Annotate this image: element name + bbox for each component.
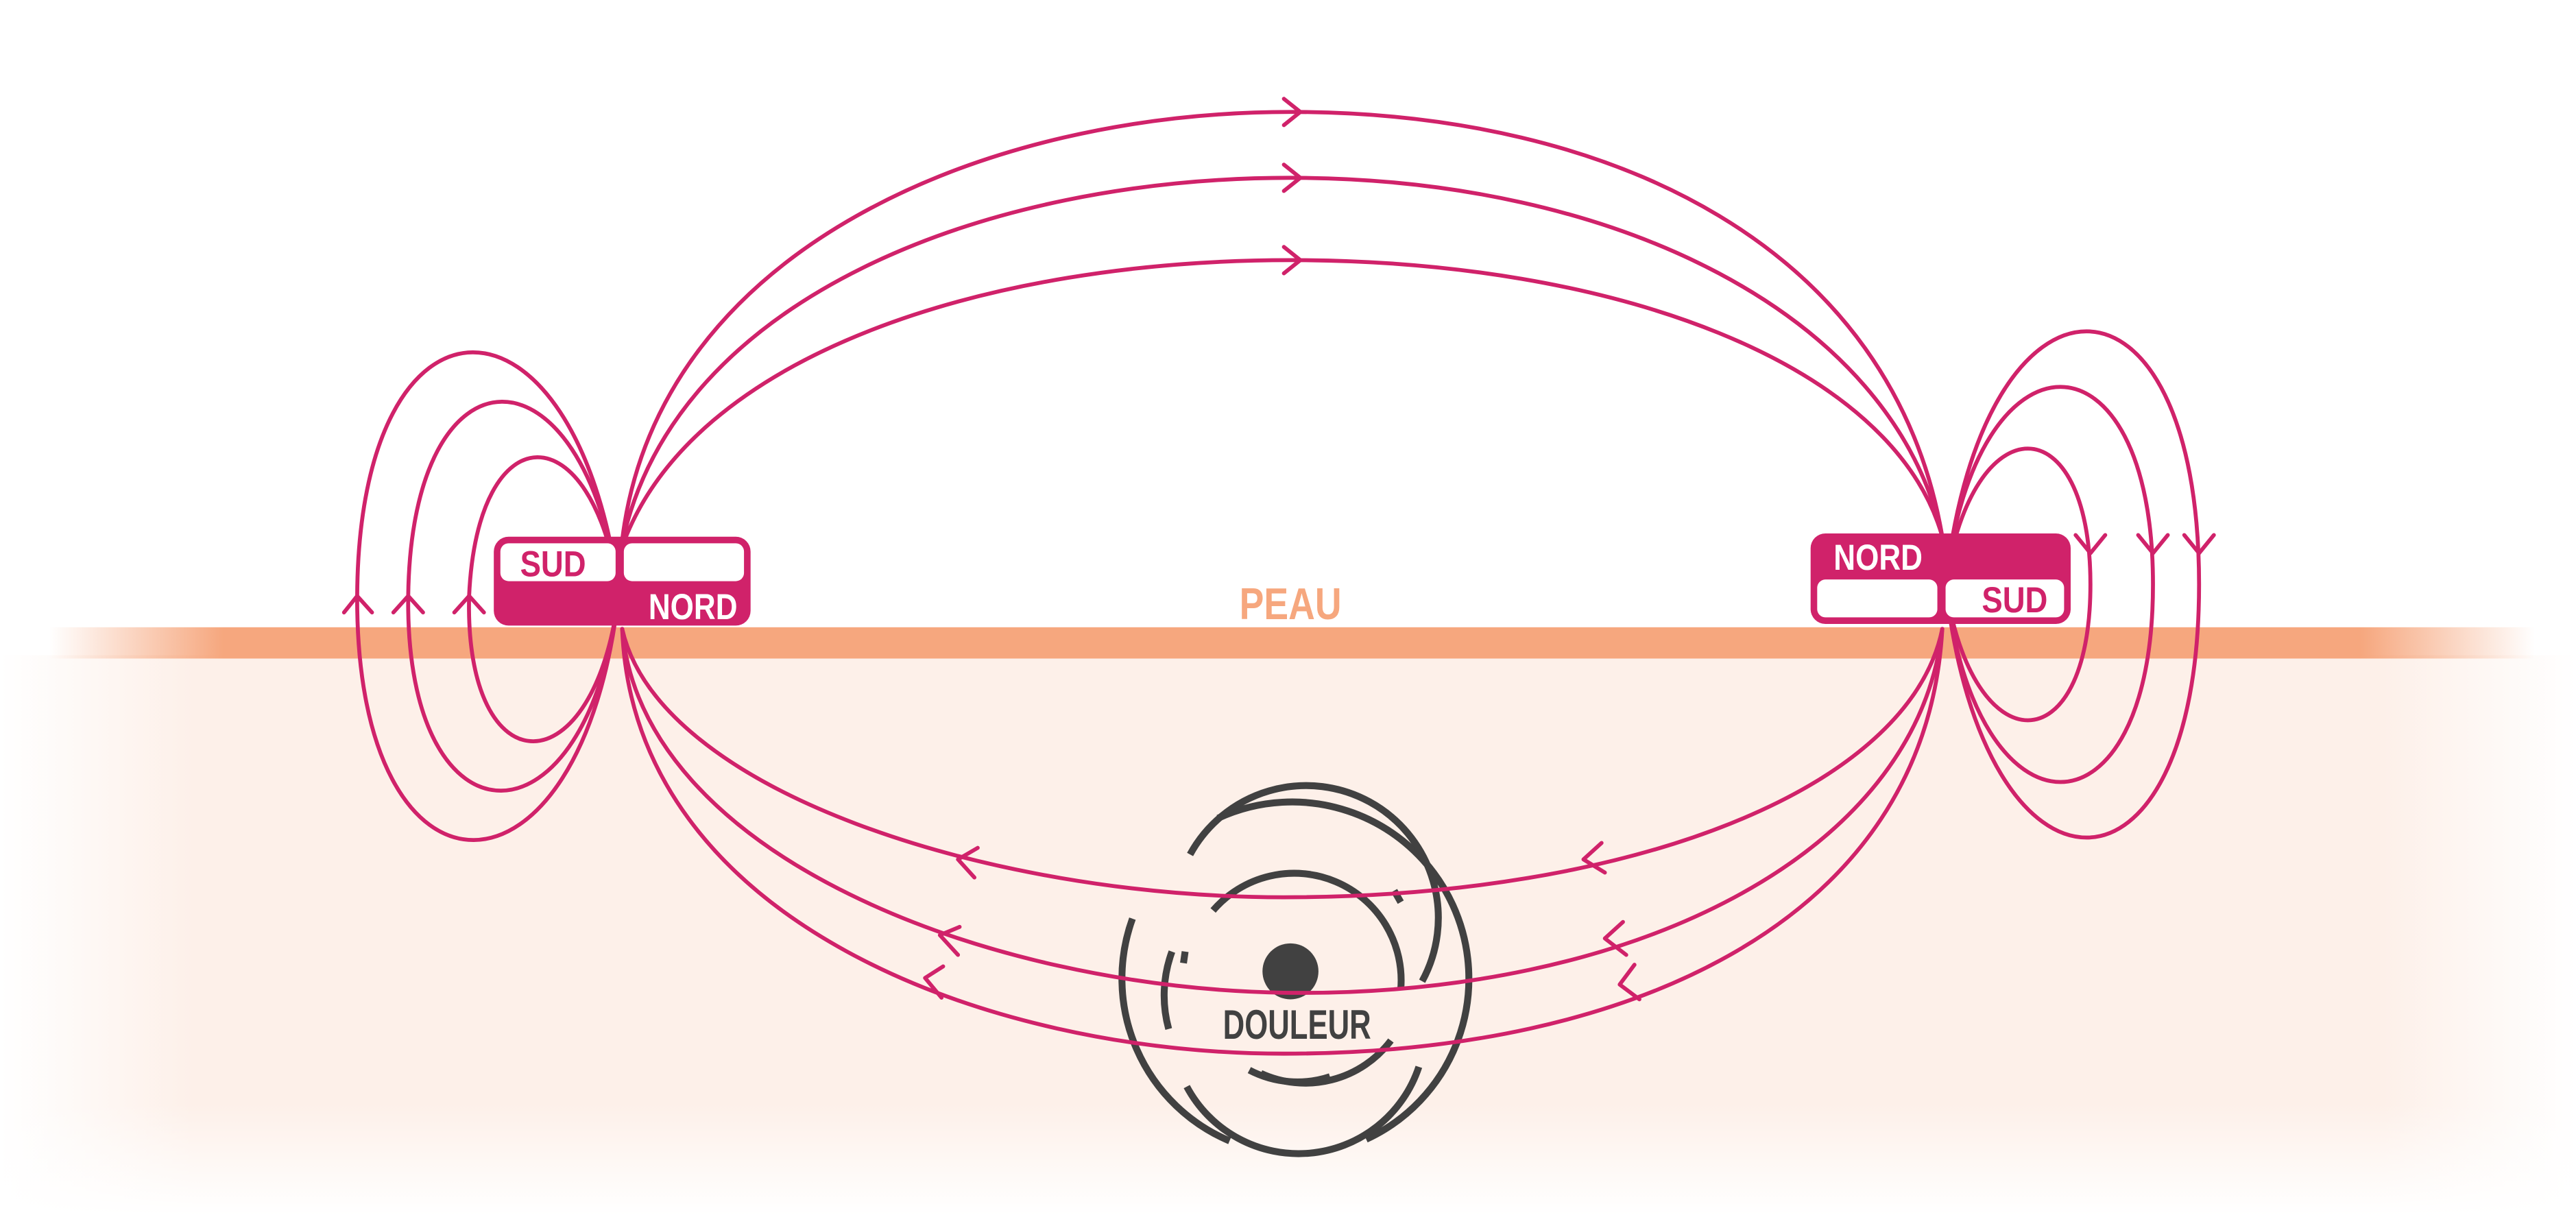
field-line-top-inner — [620, 258, 1945, 549]
field-lines — [341, 97, 2216, 1056]
arrow-right-loop-medium — [2136, 533, 2170, 555]
field-line-right-loop-small — [1943, 446, 2093, 723]
field-line-top-outer — [620, 110, 1945, 542]
pain-ring-outer-arc-2 — [1118, 917, 1231, 1144]
right-magnet-north-label: NORD — [1833, 538, 1923, 578]
left-magnet: SUD NORD — [494, 536, 751, 627]
pain-ring-outer-arc-1 — [1216, 798, 1473, 1143]
field-line-right-loop-large — [1943, 329, 2202, 840]
arrow-bottom-outer-left — [923, 964, 946, 1000]
arrow-bottom-middle-left — [937, 924, 962, 957]
field-line-bottom-middle — [620, 627, 1945, 995]
field-line-bottom-outer — [620, 627, 1945, 1056]
arrow-right-loop-small — [2073, 533, 2108, 555]
skin-label: PEAU — [1240, 579, 1342, 629]
pain-point — [1262, 943, 1319, 1000]
arrow-top-middle — [1281, 163, 1303, 193]
pain-ring-inner-arc-3 — [1247, 1067, 1332, 1085]
arrow-top-inner — [1281, 245, 1303, 276]
field-line-top-middle — [620, 176, 1945, 546]
arrow-top-outer — [1281, 97, 1303, 128]
field-line-bottom-inner — [620, 627, 1945, 900]
field-line-right-loop-medium — [1943, 385, 2155, 784]
pain-ring-middle-arc-2 — [1183, 1066, 1423, 1157]
right-magnet-bottom-left-panel — [1817, 579, 1938, 618]
arrow-bottom-inner-right — [1581, 841, 1607, 875]
arrow-left-loop-medium — [391, 594, 425, 615]
left-magnet-north-label: NORD — [649, 587, 738, 627]
tissue-fade — [0, 655, 2576, 1215]
arrow-right-loop-large — [2182, 533, 2216, 555]
right-magnet-bottom-right-panel — [1945, 579, 2065, 618]
pain-ring-tick-2 — [1180, 951, 1189, 964]
left-magnet-top-right-panel — [623, 543, 745, 581]
pain-ring-middle-arc-1 — [1187, 782, 1442, 983]
left-magnet-top-left-panel — [500, 543, 616, 581]
arrow-bottom-middle-right — [1602, 919, 1628, 957]
right-magnet: NORD SUD — [1810, 533, 2071, 625]
arrow-bottom-inner-left — [956, 845, 980, 880]
pain-ring-middle-arc-3 — [1160, 950, 1175, 1031]
arrow-bottom-outer-right — [1617, 963, 1641, 1002]
right-magnet-south-label: SUD — [1982, 580, 2047, 621]
arrow-left-loop-small — [452, 594, 486, 615]
pain-ring-inner-arc-1 — [1210, 869, 1405, 990]
skin-band — [49, 627, 2535, 659]
pain-label: DOULEUR — [1223, 1002, 1371, 1048]
left-magnet-south-label: SUD — [520, 544, 586, 584]
arrow-left-loop-large — [341, 594, 374, 615]
